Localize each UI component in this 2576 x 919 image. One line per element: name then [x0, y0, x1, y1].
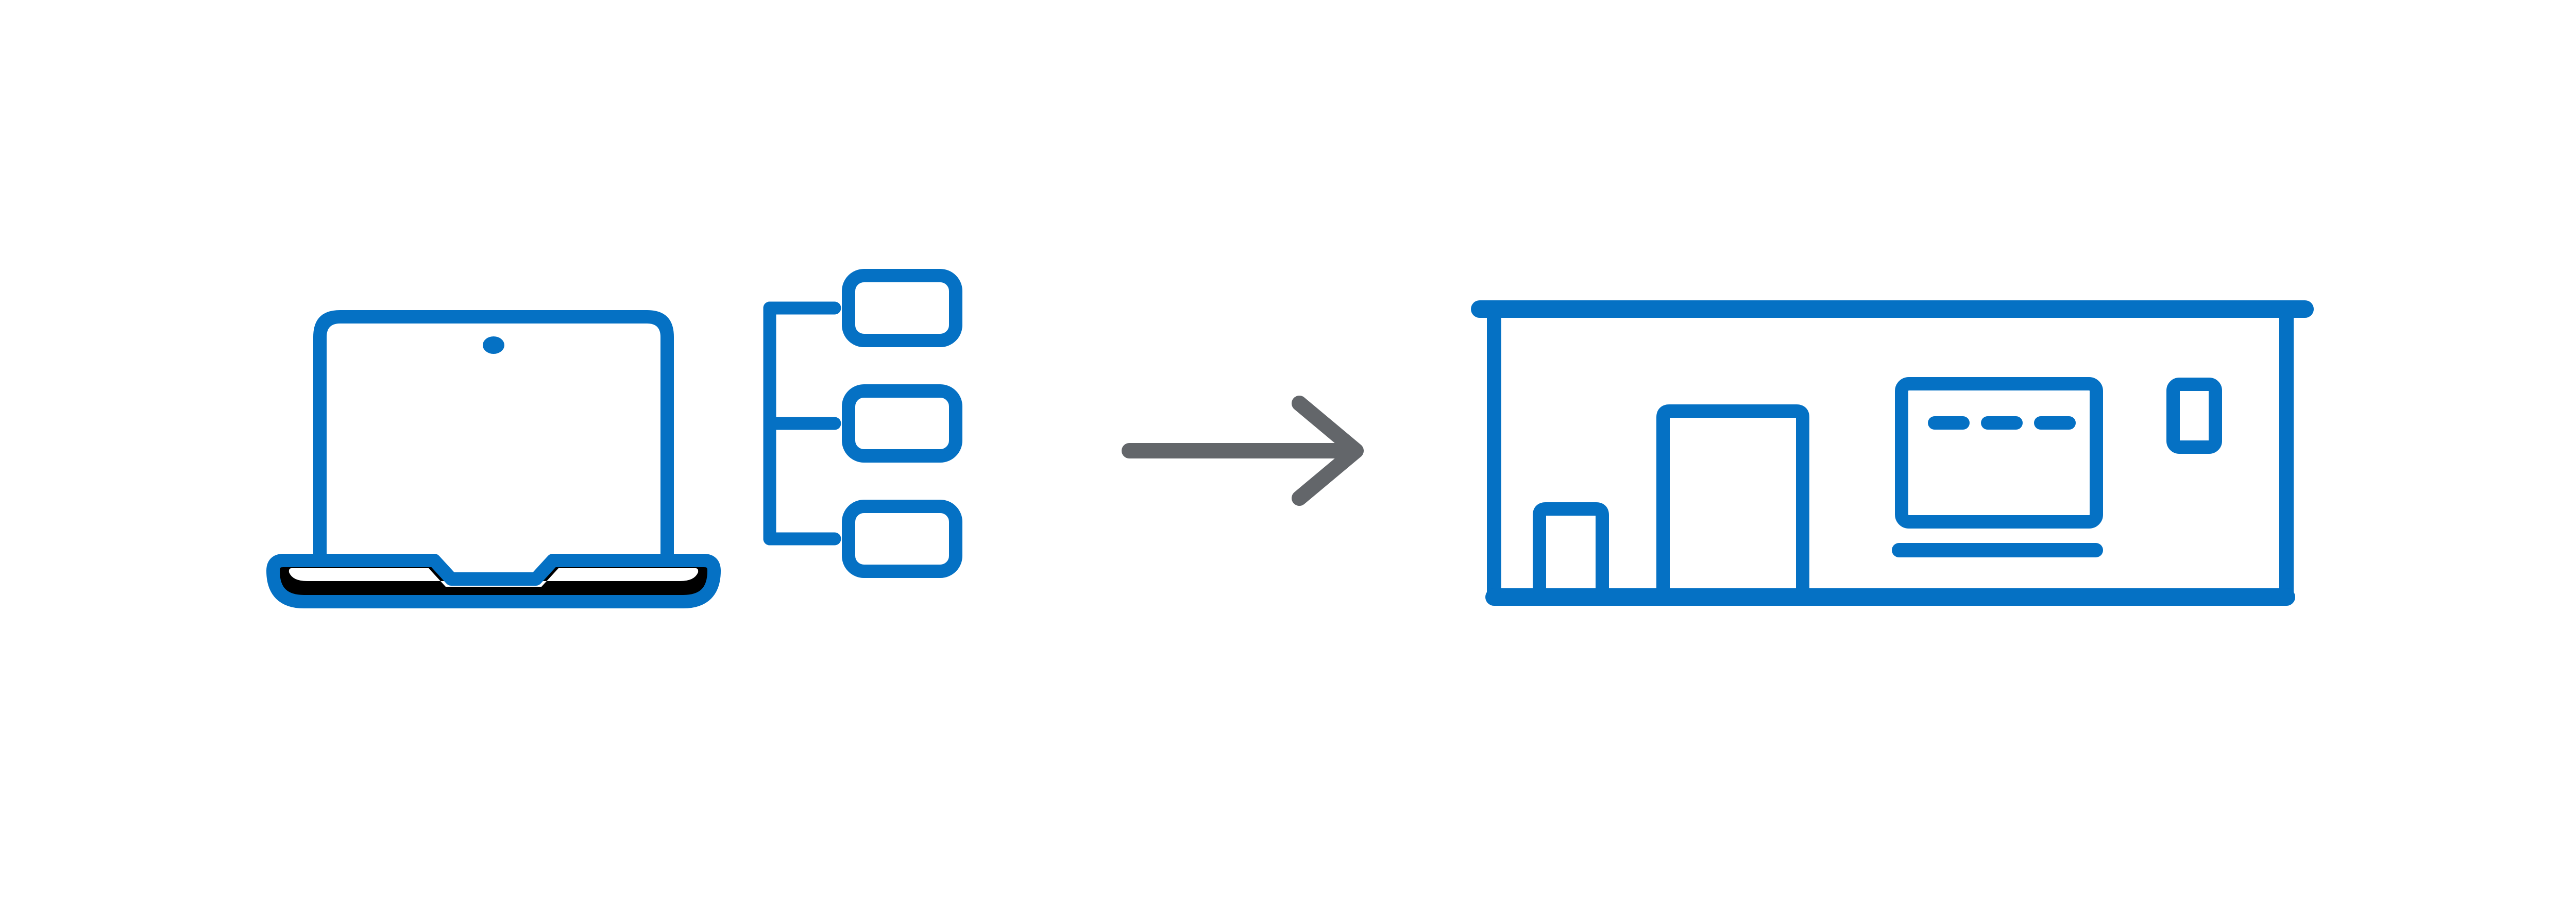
workload-box[interactable]: [842, 269, 962, 347]
workload-box[interactable]: [842, 500, 962, 578]
datacenter-icon[interactable]: Data center building: [1471, 300, 2314, 606]
server-rack-small[interactable]: [1533, 502, 1609, 590]
hierarchy-icon[interactable]: Workload hierarchy: [763, 269, 962, 578]
laptop-base-outline: [266, 554, 721, 608]
laptop-camera-icon: [483, 336, 504, 354]
laptop-icon[interactable]: Laptop: [266, 310, 721, 608]
arrow-right-icon: Migrates to: [1122, 396, 1364, 506]
control-panel[interactable]: [1895, 377, 2103, 529]
utility-cabinet[interactable]: [2166, 378, 2222, 454]
arrow-head: [1292, 396, 1364, 506]
server-rack-tall[interactable]: [1656, 404, 1809, 590]
workload-box[interactable]: [842, 384, 962, 463]
